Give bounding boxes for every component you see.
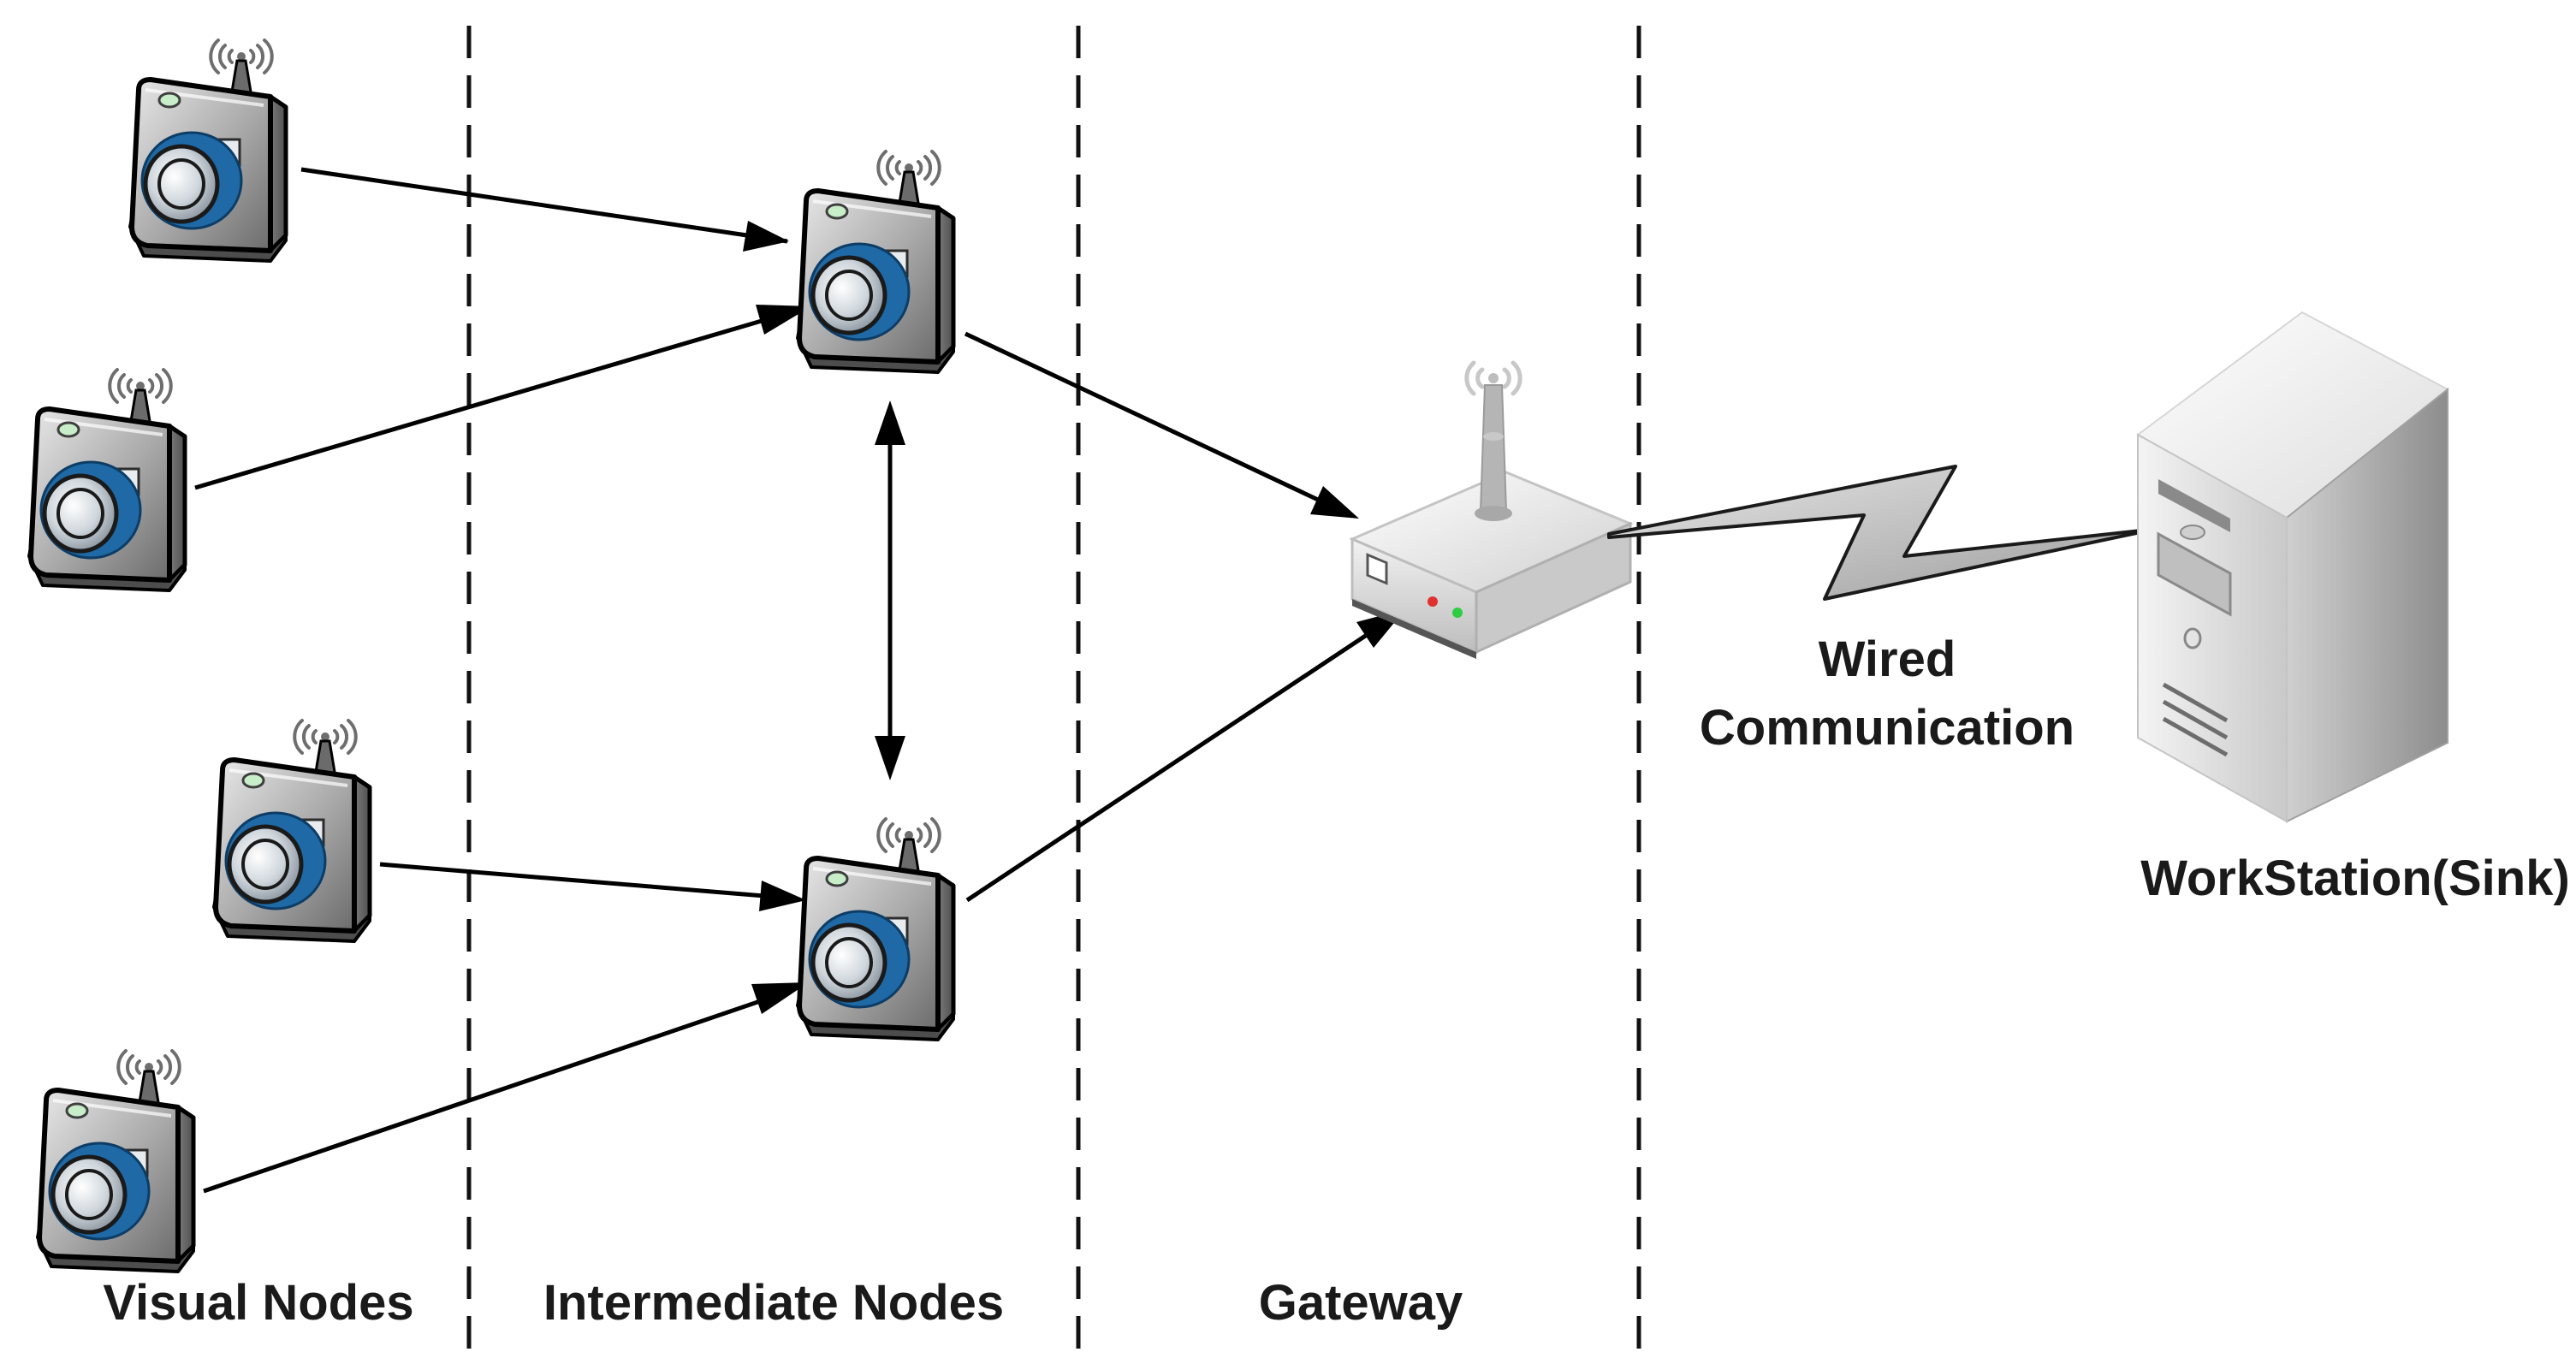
- link-visual1-to-inter1: [300, 167, 788, 244]
- arrowhead: [751, 982, 809, 1014]
- zone-label-intermediate-nodes: Intermediate Nodes: [543, 1275, 1004, 1331]
- arrowhead: [743, 221, 789, 252]
- wireless-camera-icon: [798, 819, 953, 1040]
- wireless-router-icon: [1349, 360, 1634, 659]
- connections: [194, 167, 1405, 1194]
- wired-link-bolt-icon: [1607, 465, 2158, 601]
- arrowhead-up: [875, 400, 905, 445]
- server-tower-icon: [2136, 311, 2449, 823]
- link-inter1-to-gateway: [964, 331, 1320, 502]
- link-visual4-to-inter2: [203, 995, 771, 1194]
- wired-link-label-line2: Communication: [1700, 700, 2074, 756]
- wired-link-label-line1: Wired: [1819, 632, 1956, 687]
- arrowhead: [1310, 486, 1359, 519]
- zone-label-gateway: Gateway: [1259, 1275, 1463, 1331]
- wireless-camera-icon: [38, 1051, 193, 1272]
- wireless-camera-icon: [130, 40, 286, 261]
- wireless-camera-icon: [29, 370, 185, 590]
- link-visual2-to-inter1: [194, 316, 771, 490]
- visual-nodes: [29, 40, 370, 1272]
- wireless-camera-icon: [214, 721, 370, 941]
- arrowhead-down: [875, 736, 905, 780]
- arrowhead: [756, 305, 811, 335]
- link-visual3-to-inter2: [379, 862, 775, 899]
- zone-separators: [466, 26, 1641, 1358]
- arrowhead: [759, 881, 806, 911]
- zone-label-visual-nodes: Visual Nodes: [103, 1275, 413, 1331]
- sink-label: WorkStation(Sink): [2140, 851, 2570, 906]
- wireless-camera-icon: [798, 151, 953, 372]
- intermediate-nodes: [798, 151, 953, 1040]
- link-inter2-to-gateway: [965, 631, 1371, 903]
